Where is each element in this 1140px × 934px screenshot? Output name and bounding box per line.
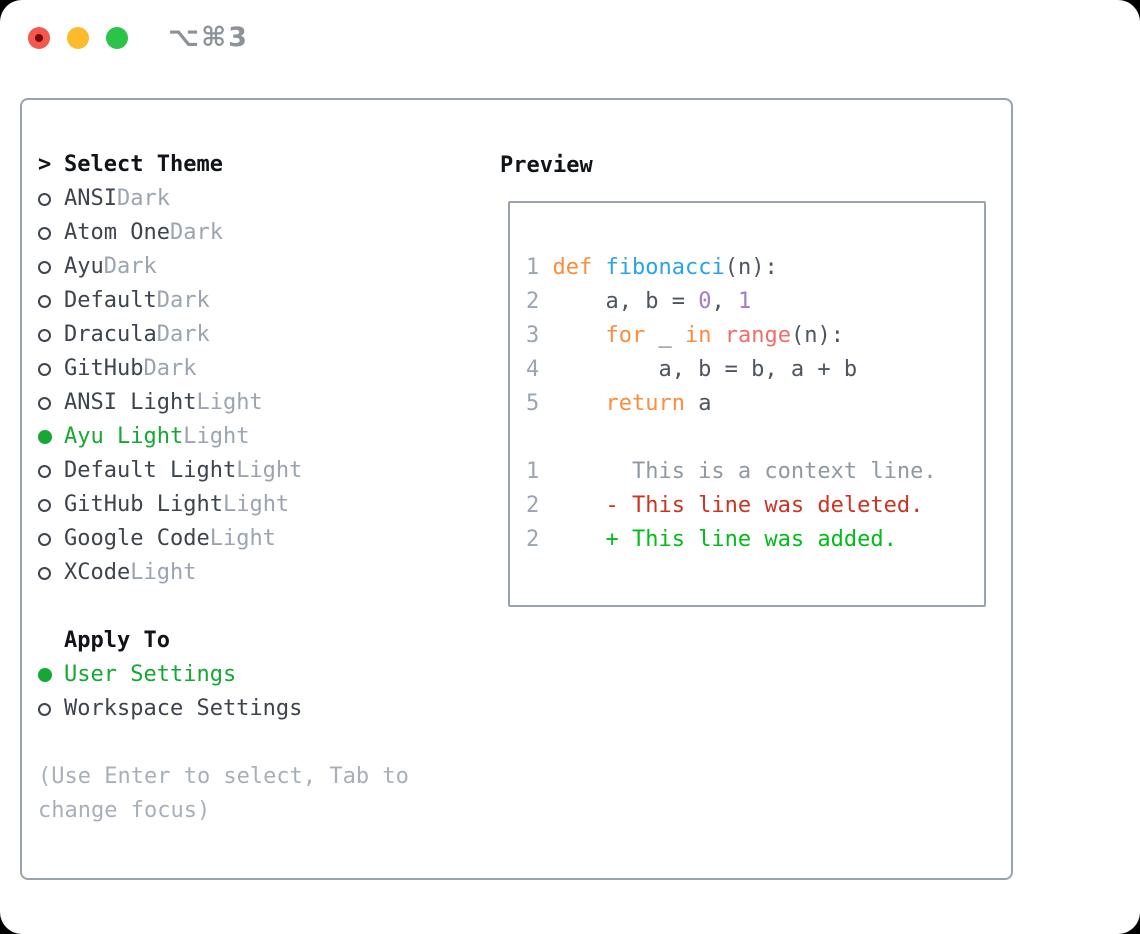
window-shortcut-label: ⌥⌘3 <box>168 22 249 53</box>
list-item[interactable]: XCode Light <box>38 556 488 590</box>
item-label: Default Light <box>64 458 237 483</box>
select-theme-header: > Select Theme <box>38 148 488 182</box>
radio-icon <box>38 226 64 240</box>
apply-to-header: Apply To <box>38 624 488 658</box>
list-item[interactable]: Atom One Dark <box>38 216 488 250</box>
spacer <box>38 726 488 760</box>
radio-icon <box>38 566 64 580</box>
list-item[interactable]: Ayu Dark <box>38 250 488 284</box>
prompt-icon: > <box>38 152 52 177</box>
code-line: 4 a, b = b, a + b <box>526 357 858 382</box>
item-label: User Settings <box>64 662 237 687</box>
list-item[interactable]: GitHub Light Light <box>38 488 488 522</box>
item-label: ANSI Light <box>64 390 197 415</box>
list-item[interactable]: Ayu Light Light <box>38 420 488 454</box>
help-text-line-1: (Use Enter to select, Tab to <box>38 764 409 789</box>
code-line: 5 return a <box>526 391 712 416</box>
minimize-button[interactable] <box>67 27 89 49</box>
radio-icon <box>38 362 64 376</box>
help-text-line-2: change focus) <box>38 798 211 823</box>
list-item[interactable]: GitHub Dark <box>38 352 488 386</box>
item-label: Atom One <box>64 220 170 245</box>
code-line: 3 for _ in range(n): <box>526 323 844 348</box>
radio-icon <box>38 328 64 342</box>
item-label: GitHub Light <box>64 492 223 517</box>
item-variant-label: Dark <box>143 356 197 381</box>
radio-icon <box>38 464 64 478</box>
radio-icon <box>38 294 64 308</box>
item-label: Workspace Settings <box>64 696 303 721</box>
item-variant-label: Dark <box>156 322 210 347</box>
list-item[interactable]: ANSI Light Light <box>38 386 488 420</box>
radio-icon <box>38 396 64 410</box>
close-button[interactable] <box>28 27 50 49</box>
radio-icon <box>38 702 64 716</box>
radio-icon <box>38 532 64 546</box>
code-line: 2 + This line was added. <box>526 527 897 552</box>
radio-icon <box>38 192 64 206</box>
item-variant-label: Dark <box>103 254 157 279</box>
code-line: 2 a, b = 0, 1 <box>526 289 752 314</box>
list-item[interactable]: Default Dark <box>38 284 488 318</box>
item-variant-label: Dark <box>116 186 170 211</box>
list-item[interactable]: ANSI Dark <box>38 182 488 216</box>
radio-selected-icon <box>38 430 64 444</box>
preview-title: Preview <box>500 152 593 178</box>
list-item[interactable]: Dracula Dark <box>38 318 488 352</box>
item-label: ANSI <box>64 186 117 211</box>
apply-to-title: Apply To <box>64 628 170 653</box>
item-variant-label: Light <box>222 492 290 517</box>
item-label: Default <box>64 288 157 313</box>
item-variant-label: Light <box>209 526 276 551</box>
item-label: Dracula <box>64 322 157 347</box>
list-item[interactable]: Workspace Settings <box>38 692 488 726</box>
item-variant-label: Dark <box>169 220 223 245</box>
select-theme-title: Select Theme <box>64 152 223 177</box>
code-line: 1 This is a context line. <box>526 459 937 484</box>
code-line: 2 - This line was deleted. <box>526 493 924 518</box>
item-label: GitHub <box>64 356 144 381</box>
radio-icon <box>38 260 64 274</box>
spacer <box>38 590 488 624</box>
radio-icon <box>38 498 64 512</box>
item-variant-label: Light <box>130 560 197 585</box>
list-item[interactable]: User Settings <box>38 658 488 692</box>
item-label: Ayu <box>64 254 104 279</box>
item-label: Google Code <box>64 526 210 551</box>
item-variant-label: Light <box>196 390 263 415</box>
zoom-button[interactable] <box>106 27 128 49</box>
list-item[interactable]: Google Code Light <box>38 522 488 556</box>
radio-selected-icon <box>38 668 64 682</box>
item-variant-label: Dark <box>156 288 210 313</box>
item-label: XCode <box>64 560 131 585</box>
list-item[interactable]: Default Light Light <box>38 454 488 488</box>
item-variant-label: Light <box>183 424 250 449</box>
item-label: Ayu Light <box>64 424 184 449</box>
item-variant-label: Light <box>236 458 303 483</box>
title-bar: ⌥⌘3 <box>0 0 1140 76</box>
